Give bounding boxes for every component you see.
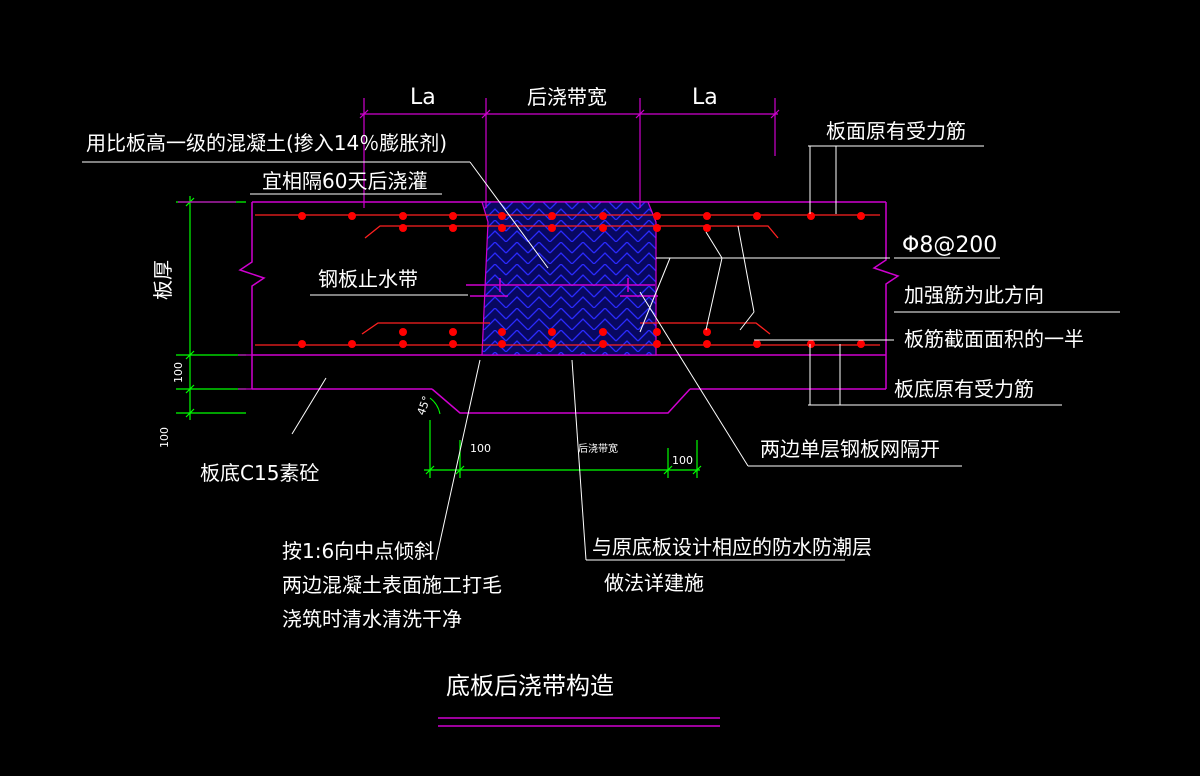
concrete-note-label: 用比板高一级的混凝土(掺入14％膨胀剂) bbox=[86, 131, 447, 155]
slope-note-line-1: 按1:6向中点倾斜 bbox=[282, 539, 434, 563]
slope-note-line-3: 浇筑时清水清洗干净 bbox=[282, 607, 462, 631]
drawing-title: 底板后浇带构造 bbox=[446, 672, 614, 700]
bottom-rebar-label: 板底原有受力筋 bbox=[894, 377, 1034, 401]
waterstop-plate bbox=[466, 278, 658, 297]
rebar-lines bbox=[255, 214, 880, 346]
extra-rebar-label-2: 板筋截面面积的一半 bbox=[904, 327, 1084, 351]
pour-interval-label: 宜相隔60天后浇灌 bbox=[262, 169, 427, 193]
top-rebar-label: 板面原有受力筋 bbox=[826, 119, 966, 143]
base-concrete-label: 板底C15素砼 bbox=[200, 461, 319, 485]
waterstop-label: 钢板止水带 bbox=[318, 267, 418, 291]
slab-thickness-label: 板厚 bbox=[151, 260, 175, 300]
dim-top-left: La bbox=[410, 85, 436, 110]
bottom-dim-middle: 后浇带宽 bbox=[578, 442, 618, 455]
title-underline bbox=[438, 717, 720, 727]
steel-mesh-label: 两边单层钢板网隔开 bbox=[760, 437, 940, 461]
extra-rebar-label-1: 加强筋为此方向 bbox=[904, 283, 1044, 307]
waterproof-line-1: 与原底板设计相应的防水防潮层 bbox=[592, 535, 872, 559]
rebar-dots bbox=[298, 212, 865, 348]
waterproof-line-2: 做法详建施 bbox=[604, 571, 704, 595]
top-dimension-line bbox=[359, 98, 780, 208]
bottom-dim-right: 100 bbox=[672, 454, 693, 467]
angle-arc bbox=[429, 397, 441, 415]
left-dimension-line bbox=[176, 196, 246, 420]
left-extension-lines bbox=[178, 201, 252, 390]
dim-top-middle: 后浇带宽 bbox=[527, 85, 607, 109]
dim-top-right: La bbox=[692, 85, 718, 110]
rebar-spec-label: Φ8@200 bbox=[902, 233, 997, 258]
slope-note-line-2: 两边混凝土表面施工打毛 bbox=[282, 573, 502, 597]
bottom-dimension-line bbox=[424, 420, 702, 478]
dim-100-upper: 100 bbox=[172, 362, 185, 383]
dim-100-lower: 100 bbox=[158, 427, 171, 448]
angle-label: 45° bbox=[415, 394, 434, 417]
post-pour-band bbox=[481, 201, 657, 356]
bottom-dim-left: 100 bbox=[470, 442, 491, 455]
leader-lines bbox=[82, 145, 1120, 561]
